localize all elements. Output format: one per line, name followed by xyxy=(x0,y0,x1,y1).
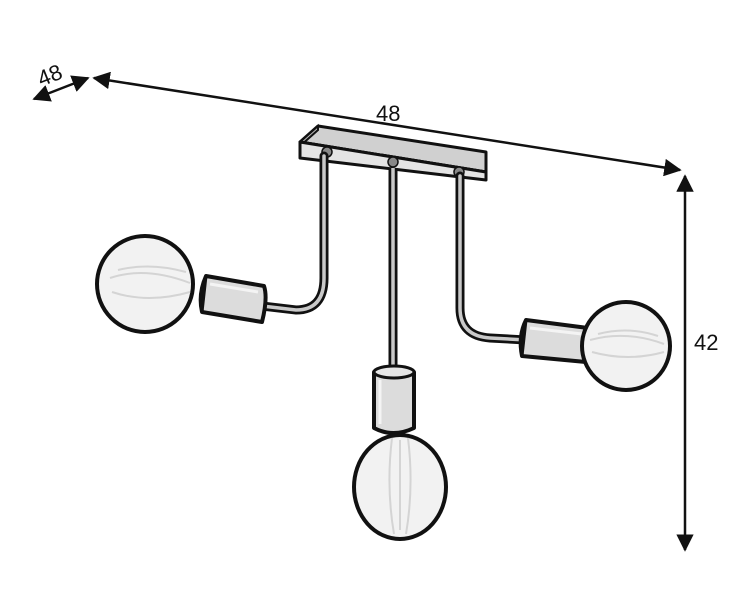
depth-dimension-line xyxy=(32,75,90,102)
height-dimension-label: 42 xyxy=(694,330,718,355)
left-socket xyxy=(198,274,268,324)
right-arm xyxy=(455,171,531,345)
right-bulb-assembly xyxy=(518,300,672,392)
left-bulb xyxy=(95,234,195,334)
width-dimension: 48 xyxy=(92,71,682,177)
height-dimension: 42 xyxy=(676,174,718,552)
width-dimension-line xyxy=(92,71,682,177)
center-bulb-assembly xyxy=(352,364,448,541)
depth-dimension-label: 48 xyxy=(34,59,66,91)
right-socket xyxy=(518,318,592,364)
ceiling-canopy xyxy=(298,123,488,182)
depth-dimension: 48 xyxy=(32,59,90,102)
left-bulb-assembly xyxy=(95,234,268,334)
right-bulb xyxy=(580,300,672,392)
left-arm xyxy=(257,151,329,315)
width-dimension-label: 48 xyxy=(376,101,400,126)
